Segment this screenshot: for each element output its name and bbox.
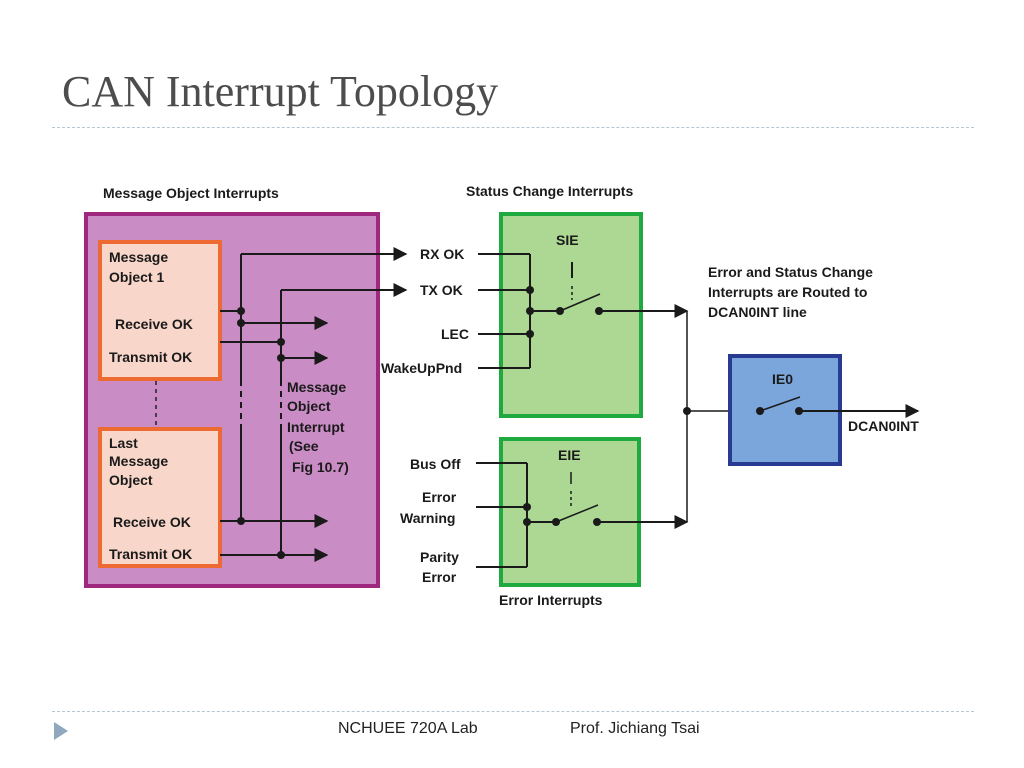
- parity-error-label-line2: Error: [422, 569, 457, 585]
- bus-junction-dots: [237, 307, 285, 559]
- message-object-interrupts-heading: Message Object Interrupts: [103, 185, 279, 201]
- ie0-wiring: [759, 396, 920, 418]
- moi-label-line3: Interrupt: [287, 419, 345, 435]
- rx-ok-label: RX OK: [420, 246, 464, 262]
- eie-junction-dots: [523, 503, 601, 526]
- title-divider: [52, 127, 974, 128]
- dcan0int-label: DCAN0INT: [848, 418, 919, 434]
- message-object-buses: [220, 247, 408, 562]
- transmit-ok-1-label: Transmit OK: [109, 349, 192, 365]
- routed-note-line1: Error and Status Change: [708, 264, 873, 280]
- ie0-label: IE0: [772, 371, 793, 387]
- footer-professor: Prof. Jichiang Tsai: [570, 720, 700, 737]
- moi-label-line4: (See: [289, 438, 319, 454]
- error-interrupts-heading: Error Interrupts: [499, 592, 603, 608]
- moi-label-line5: Fig 10.7): [292, 459, 349, 475]
- combine-junction-dot: [683, 407, 691, 415]
- routed-note-line2: Interrupts are Routed to: [708, 284, 867, 300]
- moi-label-line2: Object: [287, 398, 331, 414]
- sie-junction-dots: [526, 286, 603, 338]
- receive-ok-1-label: Receive OK: [115, 316, 193, 332]
- status-change-interrupts-heading: Status Change Interrupts: [466, 183, 633, 199]
- transmit-ok-2-label: Transmit OK: [109, 546, 192, 562]
- last-message-object-label-line2: Message: [109, 453, 168, 469]
- error-warning-label-line1: Error: [422, 489, 457, 505]
- message-object-1-label-line2: Object 1: [109, 269, 164, 285]
- tx-ok-label: TX OK: [420, 282, 463, 298]
- routed-note-line3: DCAN0INT line: [708, 304, 807, 320]
- sie-label: SIE: [556, 232, 579, 248]
- receive-ok-2-label: Receive OK: [113, 514, 191, 530]
- eie-wiring: [476, 462, 689, 568]
- slide-title: CAN Interrupt Topology: [62, 67, 499, 116]
- wakeuppnd-label: WakeUpPnd: [381, 360, 462, 376]
- slide-nav-arrow-icon[interactable]: [54, 722, 68, 740]
- can-interrupt-diagram: Message Object Interrupts Status Change …: [84, 183, 920, 608]
- eie-label: EIE: [558, 447, 581, 463]
- bus-off-label: Bus Off: [410, 456, 461, 472]
- footer-divider: [52, 711, 974, 712]
- error-warning-label-line2: Warning: [400, 510, 455, 526]
- parity-error-label-line1: Parity: [420, 549, 459, 565]
- message-object-1-label-line1: Message: [109, 249, 168, 265]
- sie-box: [499, 212, 643, 418]
- last-message-object-label-line1: Last: [109, 435, 138, 451]
- lec-label: LEC: [441, 326, 469, 342]
- last-message-object-box: [98, 427, 222, 568]
- ie0-dots: [756, 407, 803, 415]
- footer-lab-name: NCHUEE 720A Lab: [338, 720, 478, 737]
- moi-label-line1: Message: [287, 379, 346, 395]
- last-message-object-label-line3: Object: [109, 472, 153, 488]
